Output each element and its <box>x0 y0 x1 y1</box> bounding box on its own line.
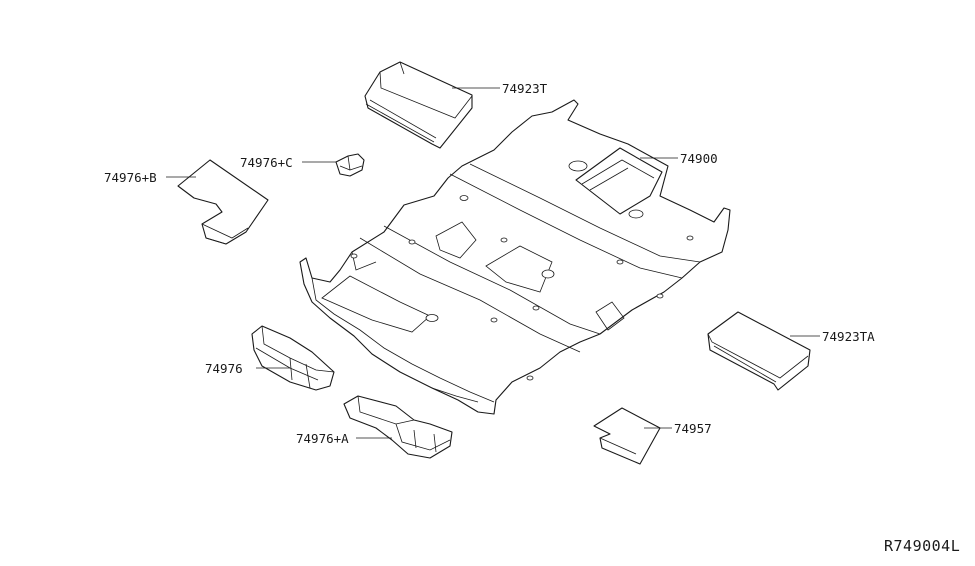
part-74976B[interactable] <box>177 159 269 245</box>
part-74976[interactable] <box>251 325 335 391</box>
label-74976: 74976 <box>205 361 243 376</box>
callout-74976A: 74976+A <box>296 431 392 446</box>
callout-74976B: 74976+B <box>104 170 196 185</box>
callout-74976C: 74976+C <box>240 155 336 170</box>
part-74923T[interactable] <box>364 61 473 149</box>
label-74976A: 74976+A <box>296 431 349 446</box>
label-74976B: 74976+B <box>104 170 157 185</box>
callout-74900: 74900 <box>640 151 718 166</box>
label-74923T: 74923T <box>502 81 548 96</box>
callout-74957: 74957 <box>644 421 712 436</box>
callout-74976: 74976 <box>205 361 290 376</box>
label-74900: 74900 <box>680 151 718 166</box>
part-74923TA[interactable] <box>707 311 811 391</box>
part-74976A[interactable] <box>343 395 453 459</box>
callout-74923T: 74923T <box>452 81 548 96</box>
part-74976C[interactable] <box>335 153 365 177</box>
part-74900-floor-carpet[interactable] <box>299 99 731 415</box>
label-74976C: 74976+C <box>240 155 293 170</box>
part-74957[interactable] <box>593 407 661 465</box>
diagram-code: R749004L <box>884 537 960 555</box>
callout-74923TA: 74923TA <box>790 329 875 344</box>
label-74923TA: 74923TA <box>822 329 875 344</box>
label-74957: 74957 <box>674 421 712 436</box>
